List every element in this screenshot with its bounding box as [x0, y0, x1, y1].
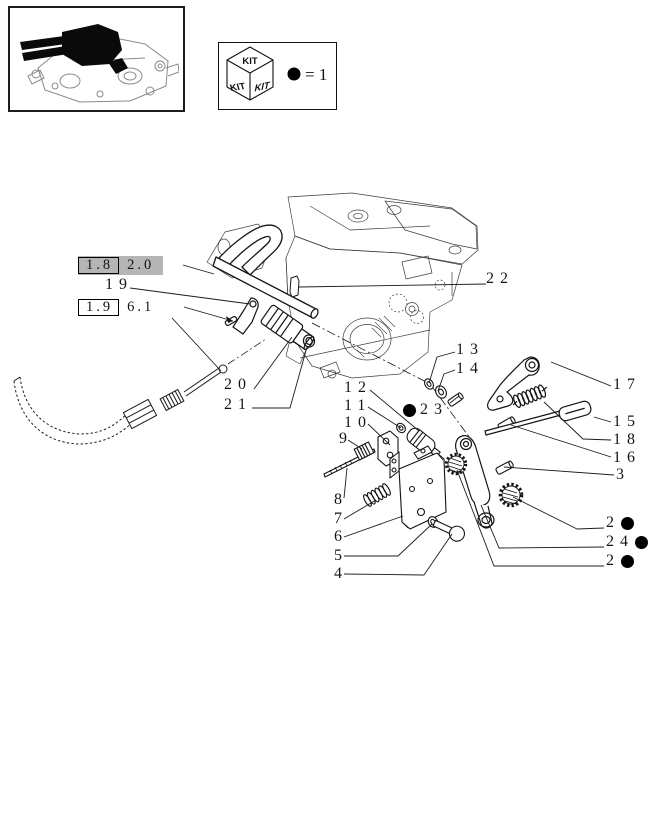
kit-dot-icon: [403, 403, 416, 417]
callout-label: 7: [334, 510, 348, 527]
callout-label: 20: [224, 376, 252, 393]
callout-label: 3: [616, 466, 630, 483]
section-ref-1961[interactable]: 1.9 6.1: [78, 298, 163, 317]
callout-6: 6: [334, 529, 348, 545]
callout-2b: 2: [606, 553, 634, 569]
callout-11: 11: [344, 398, 371, 414]
callout-12: 12: [344, 380, 372, 396]
callout-label: 22: [486, 270, 514, 287]
kit-cube-left-label: KIT: [229, 81, 247, 94]
callout-9: 9: [339, 431, 353, 447]
callout-label: 21: [224, 396, 252, 413]
control-shaft-and-lever: [212, 224, 319, 319]
section-ref-1961-right: 6.1: [127, 299, 155, 315]
callout-label: 5: [334, 547, 348, 564]
callout-18: 18: [613, 432, 641, 448]
knob-upper: [444, 452, 468, 476]
callout-5: 5: [334, 548, 348, 564]
callout-22: 22: [486, 271, 514, 287]
cam-lever-17: [487, 356, 540, 411]
bent-lever: [218, 224, 283, 276]
callout-17: 17: [613, 377, 641, 393]
kit-legend-box: KIT KIT KIT = 1: [218, 42, 337, 110]
callout-label: 10: [344, 414, 372, 431]
rod-15: [484, 410, 562, 436]
kit-legend-art: KIT KIT KIT = 1: [226, 46, 327, 101]
callout-21: 21: [224, 397, 252, 413]
callout-16: 16: [613, 450, 641, 466]
callout-label: 17: [613, 376, 641, 393]
callout-label: 2: [606, 552, 620, 569]
section-ref-1820-right: 2.0: [127, 257, 155, 273]
callout-label: 11: [344, 397, 372, 414]
callout-14: 14: [456, 361, 484, 377]
callout-label: 12: [344, 379, 372, 396]
section-ref-1820[interactable]: 1.8 2.0: [78, 256, 164, 275]
spring-18: [512, 384, 548, 408]
highlighted-part-silhouette: [20, 24, 128, 74]
cam-lever-group: [484, 356, 592, 436]
callout-2a: 2: [606, 515, 634, 531]
kit-dot-icon: [621, 516, 634, 530]
callout-label: 14: [456, 360, 484, 377]
o-ring: [302, 334, 316, 348]
section-ref-1961-left: 1.9: [78, 299, 120, 316]
retainer-clip: [289, 275, 300, 298]
callout-label: 6: [334, 528, 348, 545]
overview-thumbnail[interactable]: [8, 6, 185, 112]
thumbnail-art: [20, 24, 179, 103]
kit-dot-icon: [621, 554, 634, 568]
callout-15: 15: [613, 414, 641, 430]
knob-lower: [498, 482, 524, 508]
callout-24: 24: [606, 534, 648, 550]
callout-label: 23: [420, 401, 448, 418]
support-plate-6: [398, 452, 447, 530]
callout-8: 8: [334, 492, 348, 508]
callout-label: 15: [613, 413, 641, 430]
spring-7: [363, 483, 391, 507]
spool-group: [224, 297, 471, 439]
pin-3: [495, 460, 514, 475]
callout-label: 2: [606, 514, 620, 531]
callout-23: 23: [403, 402, 448, 418]
callout-19: 19: [105, 277, 133, 293]
shaft-rod: [212, 256, 317, 319]
bolt-4: [432, 519, 466, 542]
callout-label: 16: [613, 449, 641, 466]
lever-23-group: [444, 435, 524, 529]
kit-cube-top-label: KIT: [242, 56, 258, 67]
kit-equals-text: = 1: [305, 65, 327, 84]
callout-label: 8: [334, 491, 348, 508]
housing-outline: [206, 192, 479, 379]
callout-10: 10: [344, 415, 372, 431]
callout-4: 4: [334, 566, 348, 582]
kit-dot-icon: [635, 535, 648, 549]
leader-lines: [129, 264, 615, 576]
cable-knurled-ferrule: [159, 388, 185, 412]
callout-13: 13: [456, 342, 484, 358]
callout-label: 4: [334, 565, 348, 582]
callout-20: 20: [224, 377, 252, 393]
callout-label: 18: [613, 431, 641, 448]
callout-3: 3: [616, 467, 630, 483]
adjuster-group: [323, 422, 466, 542]
section-ref-1820-left: 1.8: [78, 257, 120, 274]
callout-7: 7: [334, 511, 348, 527]
callout-label: 9: [339, 430, 353, 447]
kit-cube-icon: [226, 46, 274, 101]
callout-label: 24: [606, 533, 634, 550]
kit-dot-icon: [287, 67, 301, 81]
callout-label: 13: [456, 341, 484, 358]
kit-cube-right-label: KIT: [253, 80, 270, 94]
callout-label: 19: [105, 276, 133, 293]
